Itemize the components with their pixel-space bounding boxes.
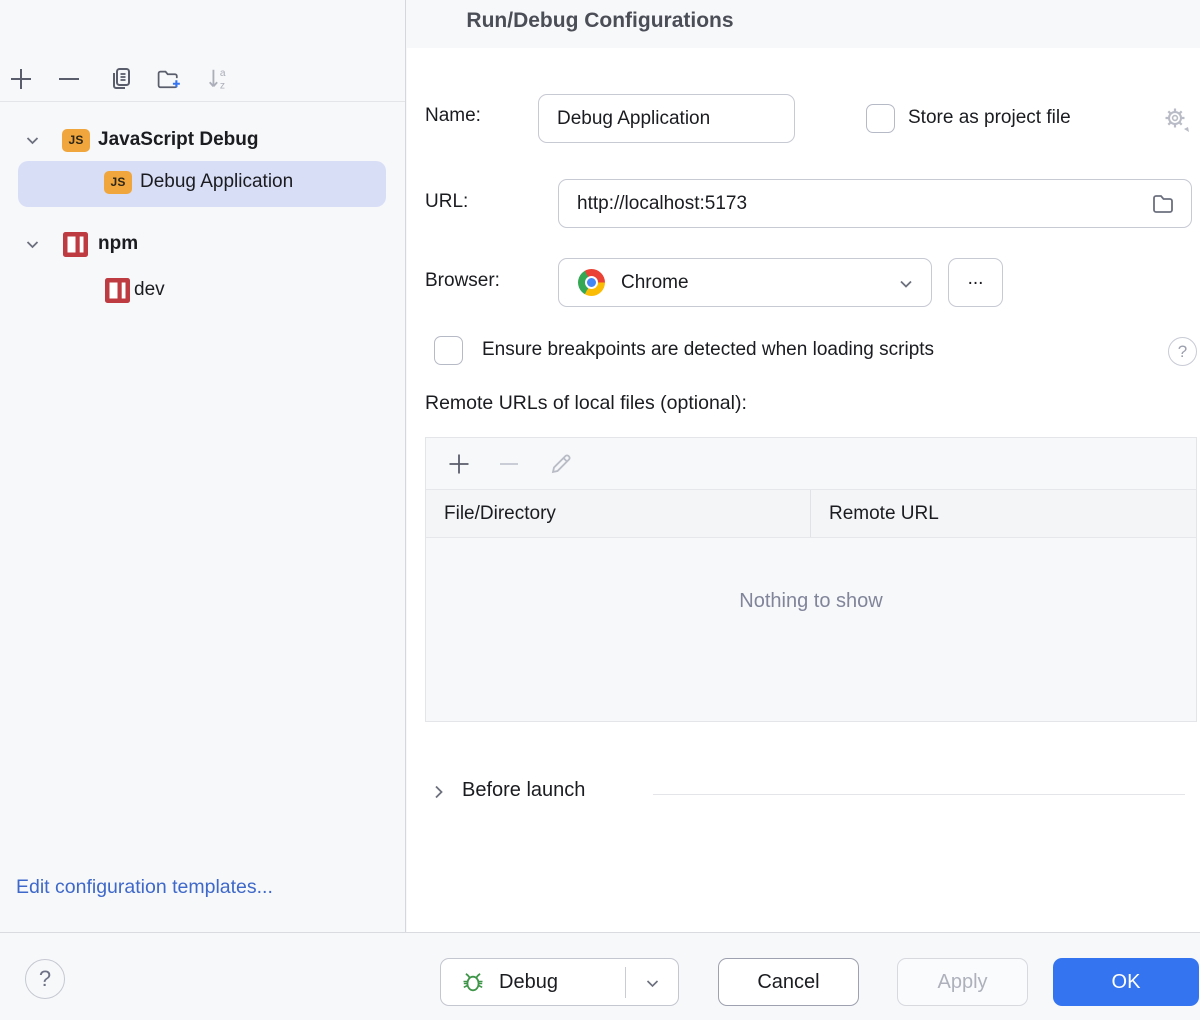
tree-item-label: npm	[98, 233, 139, 254]
add-configuration-icon[interactable]	[8, 66, 34, 92]
tree-item-label: Debug Application	[140, 171, 294, 192]
chevron-down-icon[interactable]	[24, 236, 41, 253]
tree-item-dev[interactable]: dev	[0, 268, 405, 312]
tree-item-label: dev	[134, 279, 165, 300]
before-launch-section[interactable]: Before launch	[462, 779, 586, 801]
browse-browsers-button[interactable]: ...	[948, 258, 1003, 307]
bug-icon	[463, 973, 483, 992]
column-header-file-directory[interactable]: File/Directory	[426, 490, 811, 537]
tree-item-javascript-debug[interactable]: JS JavaScript Debug	[0, 118, 405, 162]
chevron-down-icon[interactable]	[24, 132, 41, 149]
gear-icon[interactable]	[1160, 103, 1192, 135]
debug-button-label: Debug	[499, 970, 558, 993]
store-as-project-file-label: Store as project file	[908, 107, 1071, 128]
javascript-icon: JS	[104, 170, 132, 194]
url-input[interactable]: http://localhost:5173	[558, 179, 1192, 228]
sort-az-icon: a z	[206, 66, 232, 92]
table-header: File/Directory Remote URL	[426, 490, 1196, 538]
selected-row-highlight	[18, 161, 386, 207]
dialog-footer: ? Debug Cancel Apply OK	[0, 932, 1200, 1020]
browser-select[interactable]: Chrome	[558, 258, 932, 307]
split-divider	[625, 967, 626, 998]
url-label: URL:	[425, 191, 469, 212]
copy-configuration-icon[interactable]	[108, 66, 134, 92]
ensure-breakpoints-checkbox[interactable]	[434, 336, 463, 365]
browser-select-value: Chrome	[621, 271, 689, 293]
table-body: Nothing to show	[426, 538, 1196, 721]
chevron-down-icon	[900, 280, 912, 288]
javascript-icon: JS	[62, 128, 90, 152]
name-input-value: Debug Application	[557, 107, 711, 129]
folder-icon[interactable]	[1151, 193, 1175, 215]
debug-split-button[interactable]: Debug	[440, 958, 679, 1006]
ensure-breakpoints-label: Ensure breakpoints are detected when loa…	[482, 339, 935, 360]
store-as-project-file-checkbox[interactable]	[866, 104, 895, 133]
edit-configuration-templates-link[interactable]: Edit configuration templates...	[16, 876, 273, 898]
svg-text:z: z	[220, 80, 225, 91]
chevron-right-icon[interactable]	[430, 783, 448, 801]
help-button[interactable]: ?	[25, 959, 65, 999]
remote-urls-label: Remote URLs of local files (optional):	[425, 392, 747, 414]
name-label: Name:	[425, 105, 481, 126]
tree-item-npm[interactable]: npm	[0, 222, 405, 266]
chevron-down-icon[interactable]	[644, 975, 661, 992]
column-header-remote-url[interactable]: Remote URL	[829, 502, 939, 524]
sidebar-toolbar: a z	[0, 56, 405, 102]
edit-pencil-icon	[548, 451, 574, 477]
remote-urls-table: File/Directory Remote URL Nothing to sho…	[425, 437, 1197, 722]
tree-item-label: JavaScript Debug	[98, 129, 259, 150]
url-input-value: http://localhost:5173	[577, 192, 748, 214]
apply-button[interactable]: Apply	[897, 958, 1028, 1006]
add-row-icon[interactable]	[446, 451, 472, 477]
cancel-button[interactable]: Cancel	[718, 958, 859, 1006]
before-launch-divider	[653, 794, 1185, 795]
npm-icon	[63, 231, 88, 257]
name-input[interactable]: Debug Application	[538, 94, 795, 143]
tree-item-debug-application[interactable]: JS Debug Application	[0, 160, 405, 204]
help-icon[interactable]: ?	[1168, 337, 1197, 366]
remove-configuration-icon[interactable]	[56, 66, 82, 92]
configurations-sidebar: a z JS JavaScript Debug JS Debug Applica…	[0, 0, 406, 932]
browser-label: Browser:	[425, 270, 500, 291]
svg-text:a: a	[220, 68, 226, 79]
dialog-title: Run/Debug Configurations	[466, 9, 734, 32]
new-folder-icon[interactable]	[156, 66, 182, 92]
table-empty-text: Nothing to show	[739, 590, 883, 612]
ok-button[interactable]: OK	[1053, 958, 1199, 1006]
chrome-icon	[578, 269, 605, 296]
table-toolbar	[426, 438, 1196, 490]
npm-icon	[105, 277, 130, 303]
remove-row-icon	[496, 451, 522, 477]
